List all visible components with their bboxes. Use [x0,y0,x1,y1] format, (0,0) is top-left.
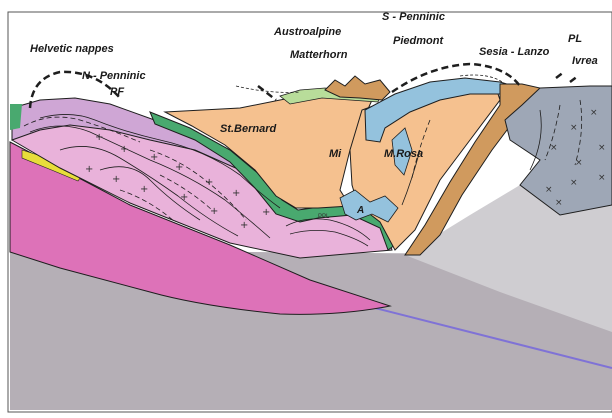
label-matterhorn: Matterhorn [290,49,348,61]
svg-text:+: + [150,152,158,163]
svg-text:×: × [570,178,578,188]
svg-text:×: × [570,123,578,133]
label-pf: PF [110,86,124,98]
label-ivrea: Ivrea [572,55,598,67]
svg-text:+: + [232,188,240,199]
svg-text:+: + [120,144,128,155]
svg-text:×: × [598,173,606,183]
svg-text:×: × [590,108,598,118]
label-mi: Mi [329,148,342,160]
svg-text:+: + [262,207,270,218]
label-small-unit: PPL [318,214,330,220]
svg-text:×: × [555,198,563,208]
label-s-penninic: S - Penninic [382,11,445,23]
svg-text:+: + [180,192,188,203]
svg-text:+: + [210,206,218,217]
svg-text:+: + [240,220,248,231]
svg-text:×: × [598,143,606,153]
svg-text:+: + [175,162,183,173]
svg-text:+: + [95,132,103,143]
label-a: A [356,205,364,216]
svg-text:×: × [545,185,553,195]
label-m-rosa: M.Rosa [384,148,423,160]
label-helvetic-nappes: Helvetic nappes [30,43,114,55]
svg-text:+: + [85,164,93,175]
svg-text:×: × [575,158,583,168]
svg-text:+: + [205,177,213,188]
label-piedmont: Piedmont [393,35,444,47]
label-austroalpine: Austroalpine [273,26,341,38]
label-n-penninic: N - Penninic [82,70,146,82]
label-st-bernard: St.Bernard [220,123,277,135]
label-pl: PL [568,33,582,45]
svg-text:×: × [550,143,558,153]
svg-text:+: + [140,184,148,195]
svg-text:+: + [112,174,120,185]
label-sesia-lanzo: Sesia - Lanzo [479,46,550,58]
